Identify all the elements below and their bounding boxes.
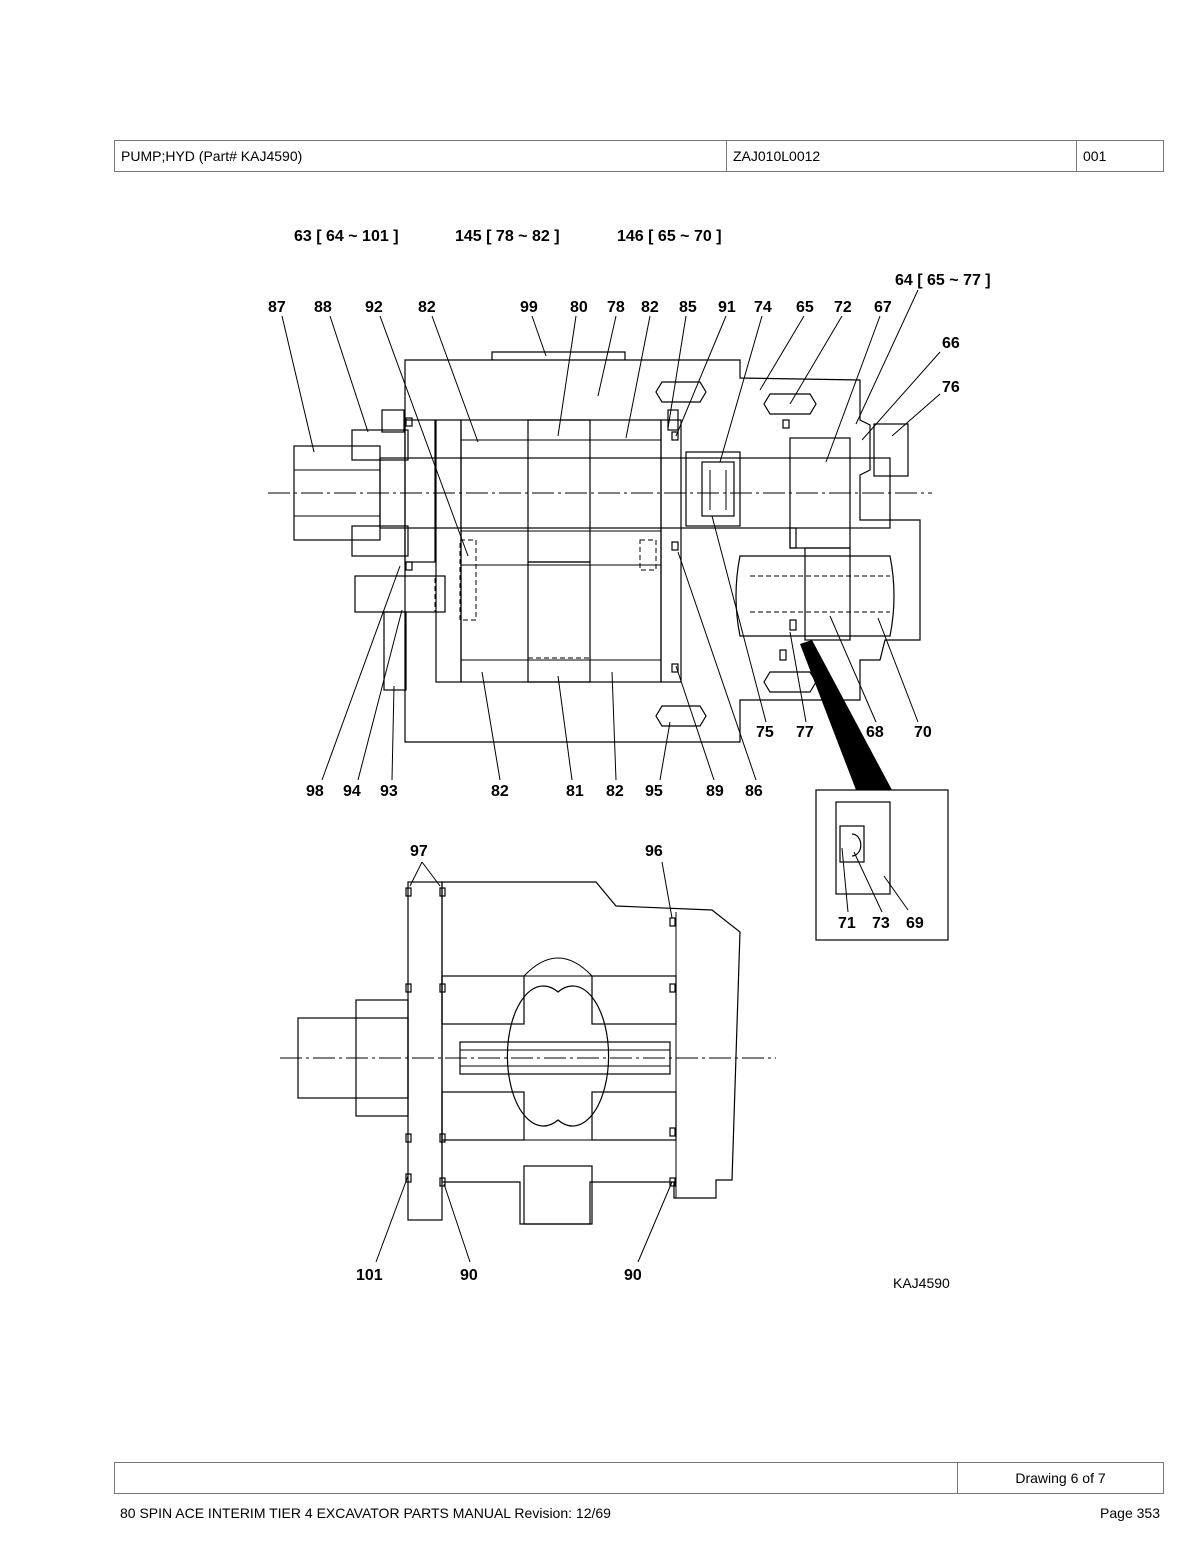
page-number: Page 353 — [1100, 1505, 1160, 1521]
callout-78: 78 — [607, 299, 625, 316]
callout-68: 68 — [866, 724, 884, 741]
callout-101: 101 — [356, 1267, 383, 1284]
callout-82: 82 — [641, 299, 659, 316]
drawing-code: ZAJ010L0012 — [727, 141, 1077, 171]
callout-75: 75 — [756, 724, 774, 741]
callout-96: 96 — [645, 843, 663, 860]
footer-empty-cell — [115, 1463, 958, 1493]
callout-88: 88 — [314, 299, 332, 316]
callout-82: 82 — [418, 299, 436, 316]
manual-title: 80 SPIN ACE INTERIM TIER 4 EXCAVATOR PAR… — [120, 1505, 611, 1521]
callout-89: 89 — [706, 783, 724, 800]
callout-71: 71 — [838, 915, 856, 932]
upper-callouts: 87 88 92 82 99 80 78 82 85 91 74 65 72 6… — [268, 299, 960, 800]
callout-94: 94 — [343, 783, 361, 800]
upper-section-view — [268, 351, 932, 743]
callout-91: 91 — [718, 299, 736, 316]
group-label-63: 63 [ 64 ~ 101 ] — [294, 228, 399, 245]
group-label-64: 64 [ 65 ~ 77 ] — [895, 272, 991, 289]
callout-99: 99 — [520, 299, 538, 316]
callout-80: 80 — [570, 299, 588, 316]
header-table: PUMP;HYD (Part# KAJ4590) ZAJ010L0012 001 — [114, 140, 1164, 172]
callout-81: 81 — [566, 783, 584, 800]
callout-70: 70 — [914, 724, 932, 741]
callout-97: 97 — [410, 843, 428, 860]
callout-66: 66 — [942, 335, 960, 352]
footer-line: 80 SPIN ACE INTERIM TIER 4 EXCAVATOR PAR… — [120, 1505, 1160, 1521]
callout-86: 86 — [745, 783, 763, 800]
callout-65: 65 — [796, 299, 814, 316]
upper-leader-lines — [281, 289, 941, 790]
callout-82: 82 — [606, 783, 624, 800]
lower-section-view: 97 96 101 90 90 — [280, 843, 776, 1284]
drawing-count: Drawing 6 of 7 — [1015, 1470, 1106, 1486]
callout-90: 90 — [460, 1267, 478, 1284]
callout-85: 85 — [679, 299, 697, 316]
callout-90: 90 — [624, 1267, 642, 1284]
part-title: PUMP;HYD (Part# KAJ4590) — [115, 141, 727, 171]
callout-69: 69 — [906, 915, 924, 932]
group-label-146: 146 [ 65 ~ 70 ] — [617, 228, 722, 245]
callout-76: 76 — [942, 379, 960, 396]
callout-93: 93 — [380, 783, 398, 800]
figure-id: KAJ4590 — [893, 1275, 950, 1291]
callout-73: 73 — [872, 915, 890, 932]
callout-74: 74 — [754, 299, 772, 316]
callout-98: 98 — [306, 783, 324, 800]
callout-77: 77 — [796, 724, 814, 741]
group-label-145: 145 [ 78 ~ 82 ] — [455, 228, 560, 245]
callout-82: 82 — [491, 783, 509, 800]
callout-87: 87 — [268, 299, 286, 316]
callout-95: 95 — [645, 783, 663, 800]
callout-72: 72 — [834, 299, 852, 316]
detail-view: 71 73 69 — [815, 789, 949, 941]
callout-92: 92 — [365, 299, 383, 316]
sequence-number: 001 — [1083, 148, 1107, 164]
footer-table: Drawing 6 of 7 — [114, 1462, 1164, 1494]
callout-67: 67 — [874, 299, 892, 316]
